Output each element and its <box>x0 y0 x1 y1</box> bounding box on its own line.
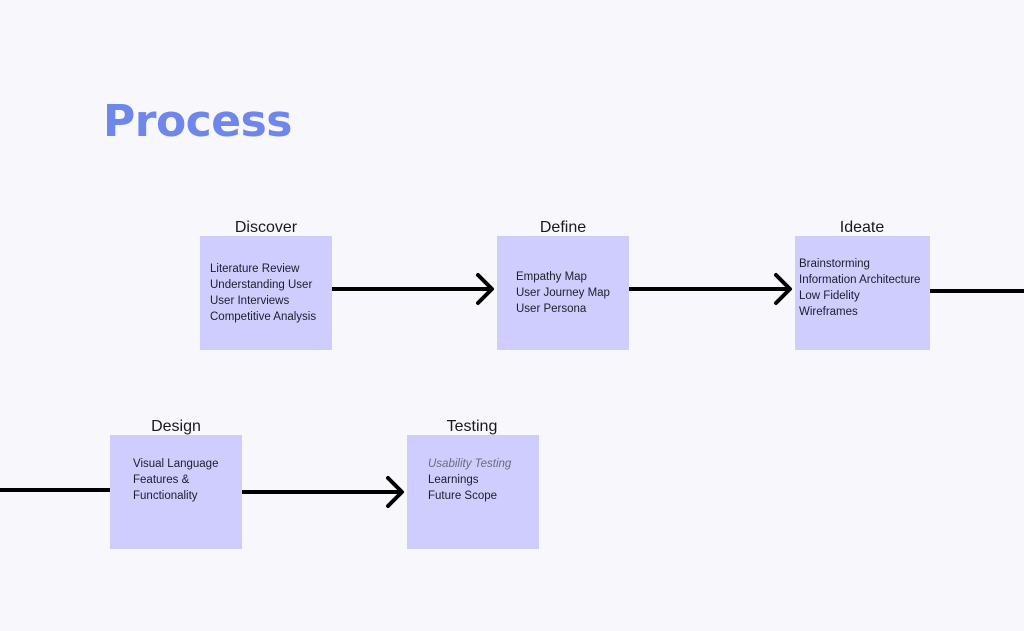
page-title: Process <box>103 96 292 147</box>
list-item: User Persona <box>516 303 587 315</box>
arrowhead-icon <box>774 273 792 305</box>
list-item: Visual Language <box>133 458 219 470</box>
list-item: Learnings <box>428 474 479 486</box>
list-item: Low Fidelity <box>799 290 860 302</box>
list-item: Brainstorming <box>799 258 870 270</box>
stage-label-ideate: Ideate <box>839 219 885 236</box>
stage-box-testing: Usability Testing Learnings Future Scope <box>407 435 539 549</box>
stage-box-discover: Literature Review Understanding User Use… <box>200 236 332 350</box>
list-item: User Journey Map <box>516 287 610 299</box>
list-item: User Interviews <box>210 295 290 307</box>
list-item: Functionality <box>133 490 198 502</box>
list-item: Wireframes <box>799 306 858 318</box>
list-item: Competitive Analysis <box>210 311 317 323</box>
arrowhead-icon <box>386 476 404 508</box>
stage-box-define: Empathy Map User Journey Map User Person… <box>497 236 629 350</box>
list-item: Features & <box>133 474 190 486</box>
list-item: Information Architecture <box>799 274 921 286</box>
list-item: Future Scope <box>428 490 498 502</box>
list-item: Understanding User <box>210 279 313 291</box>
stage-label-discover: Discover <box>234 219 298 236</box>
stage-label-define: Define <box>539 219 587 236</box>
arrowhead-icon <box>476 273 494 305</box>
stage-label-design: Design <box>151 418 201 435</box>
list-item: Usability Testing <box>428 458 512 470</box>
stage-label-testing: Testing <box>446 418 498 435</box>
list-item: Empathy Map <box>516 271 587 283</box>
list-item: Literature Review <box>210 263 300 275</box>
stage-box-design: Visual Language Features & Functionality <box>110 435 242 549</box>
stage-box-ideate: Brainstorming Information Architecture L… <box>795 236 930 350</box>
